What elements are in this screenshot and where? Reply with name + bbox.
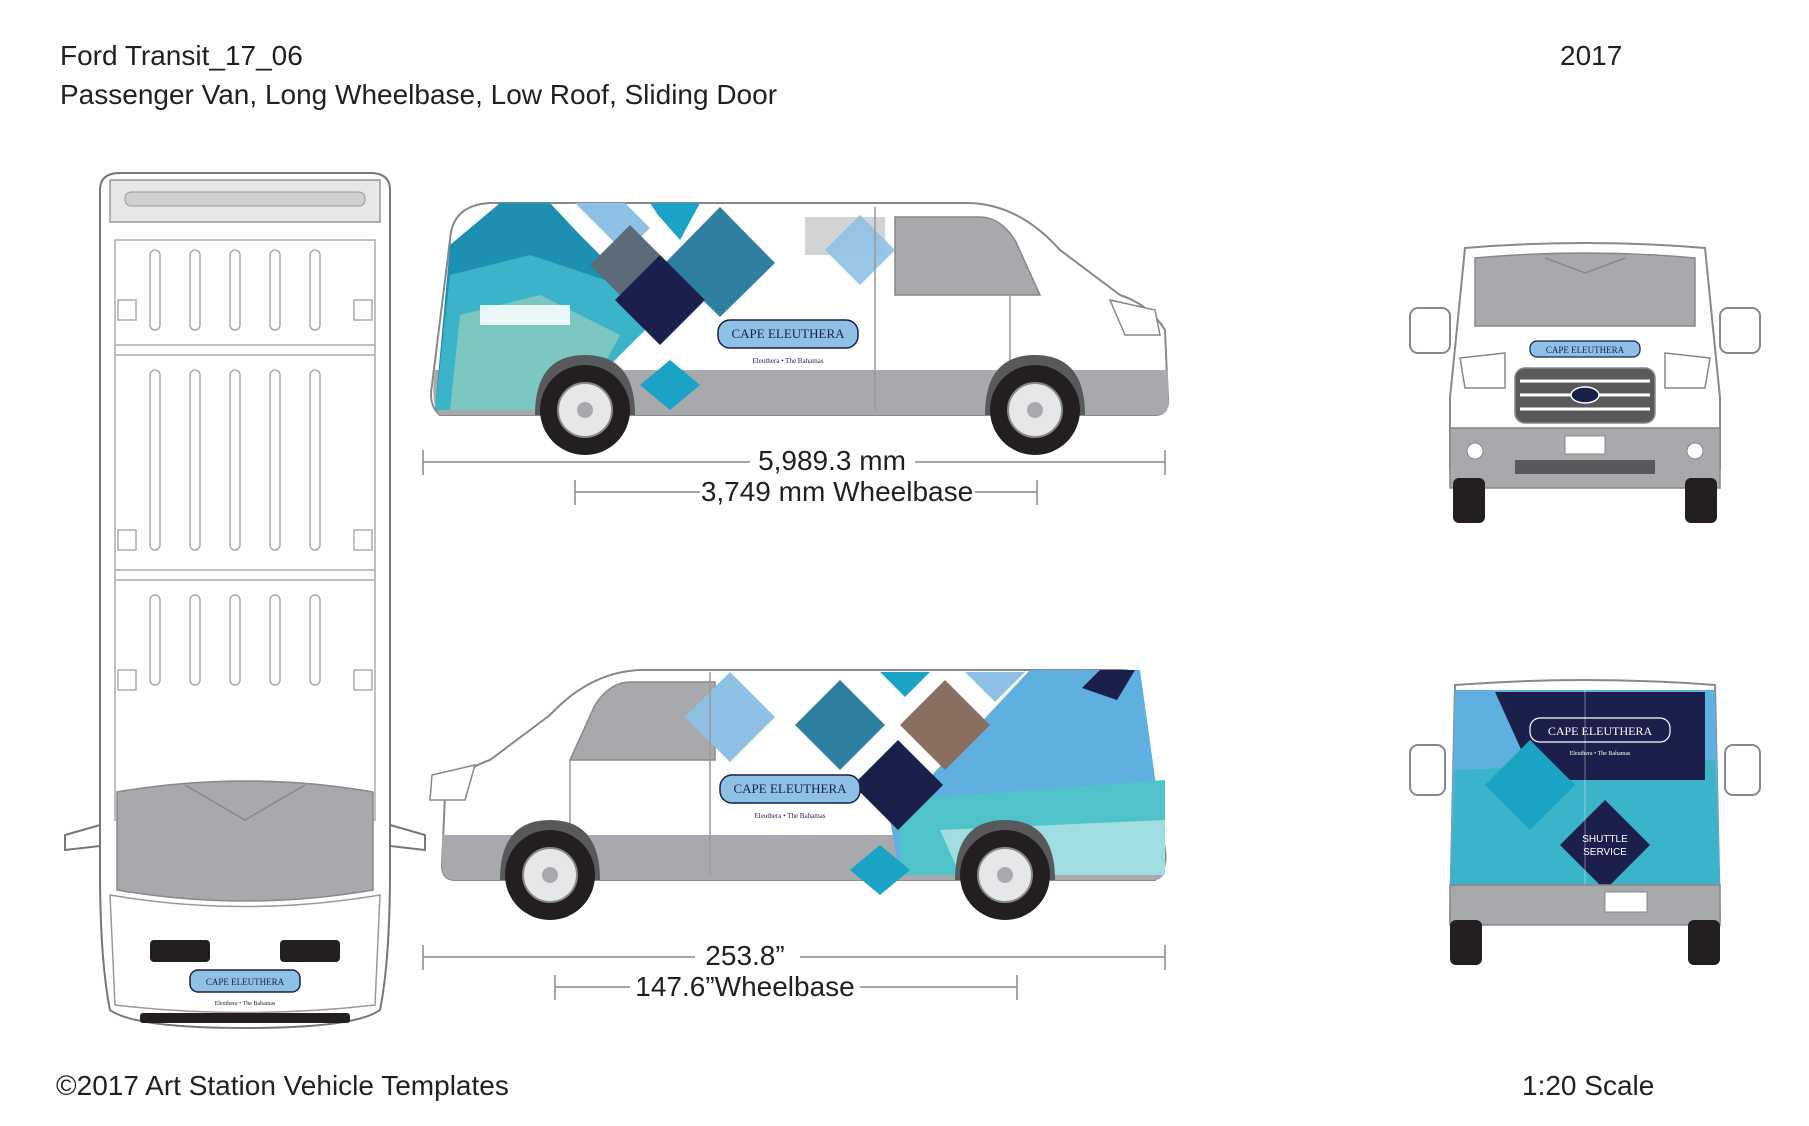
top-logo-text: CAPE ELEUTHERA — [206, 977, 285, 987]
van-front-view: CAPE ELEUTHERA — [1409, 242, 1761, 523]
side2-logo-location: Eleuthera • The Bahamas — [755, 812, 826, 820]
van-top-view: CAPE ELEUTHERA Eleuthera • The Bahamas — [64, 172, 426, 1030]
side2-logo-text: CAPE ELEUTHERA — [733, 781, 847, 796]
rear-logo-location: Eleuthera • The Bahamas — [1570, 751, 1631, 757]
rear-badge-line1: SHUTTLE — [1582, 834, 1628, 845]
length-in-label: 253.8” — [705, 940, 784, 971]
rear-badge-line2: SERVICE — [1583, 847, 1627, 858]
van-side-view-lower: CAPE ELEUTHERA Eleuthera • The Bahamas 2… — [422, 669, 1167, 1002]
template-subtitle: Passenger Van, Long Wheelbase, Low Roof,… — [60, 79, 778, 110]
rear-logo-text: CAPE ELEUTHERA — [1548, 724, 1653, 738]
top-logo-location: Eleuthera • The Bahamas — [215, 1001, 276, 1007]
van-rear-view: CAPE ELEUTHERA Eleuthera • The Bahamas S… — [1409, 679, 1761, 965]
van-side-view-upper: CAPE ELEUTHERA Eleuthera • The Bahamas 5… — [422, 202, 1170, 507]
front-logo-text: CAPE ELEUTHERA — [1546, 345, 1625, 355]
template-title: Ford Transit_17_06 — [60, 40, 303, 71]
side-logo-location: Eleuthera • The Bahamas — [753, 357, 824, 365]
wheelbase-mm-label: 3,749 mm Wheelbase — [701, 476, 973, 507]
wheelbase-in-label: 147.6”Wheelbase — [635, 971, 854, 1002]
length-mm-label: 5,989.3 mm — [758, 445, 906, 476]
model-year: 2017 — [1560, 40, 1623, 71]
copyright-notice: ©2017 Art Station Vehicle Templates — [56, 1070, 509, 1101]
side-logo-text: CAPE ELEUTHERA — [731, 326, 845, 341]
scale-label: 1:20 Scale — [1522, 1070, 1655, 1101]
